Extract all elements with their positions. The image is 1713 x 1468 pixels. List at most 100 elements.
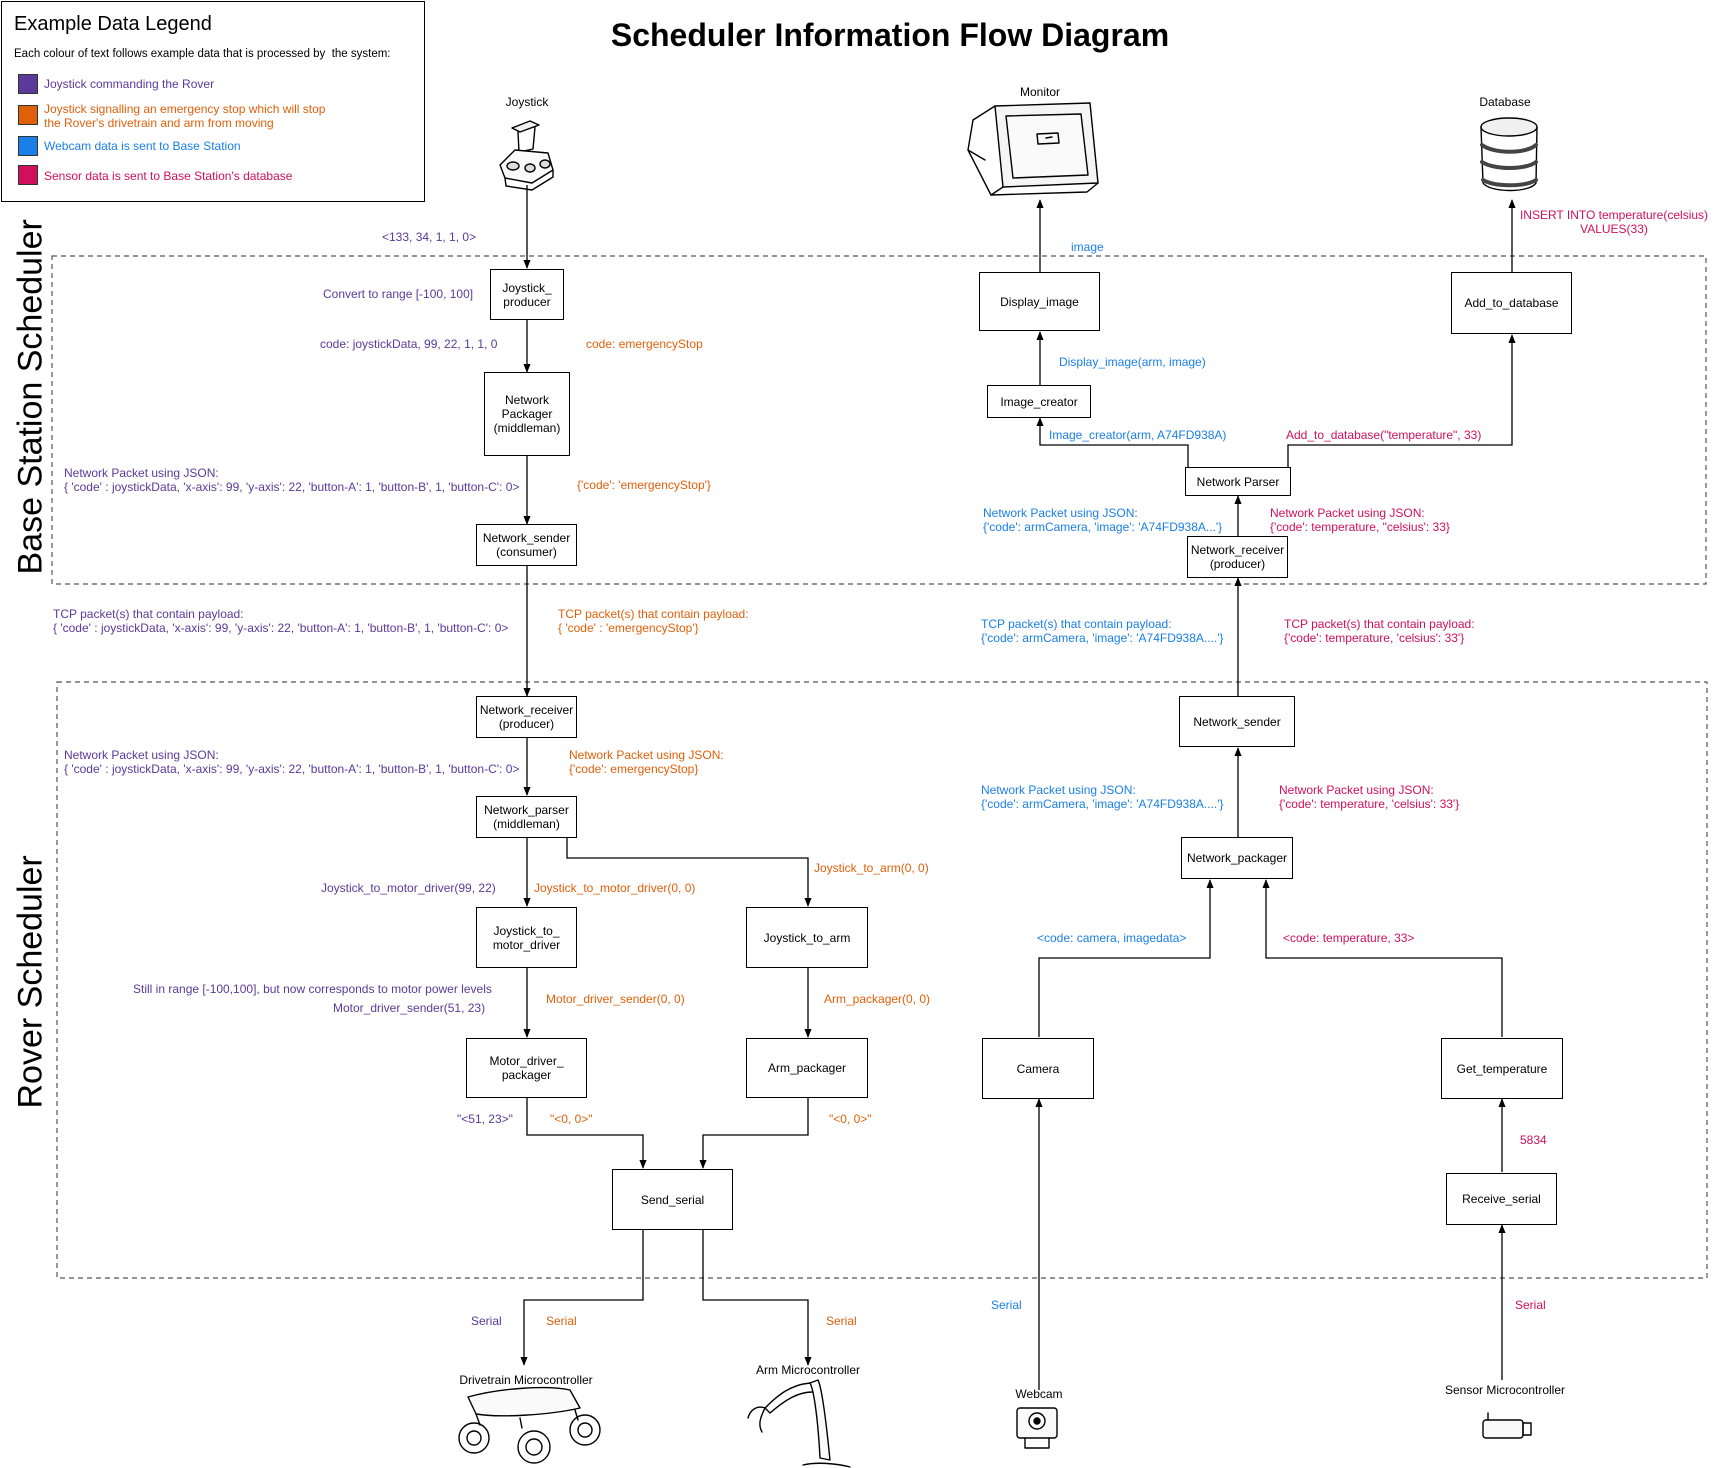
label-serial-purple: Serial bbox=[471, 1314, 502, 1328]
edge-mdp-to-serial bbox=[526, 1098, 647, 1169]
legend-heading: Example Data Legend bbox=[14, 13, 212, 35]
label-raw-5834: 5834 bbox=[1520, 1133, 1547, 1147]
label-code-estop: code: emergencyStop bbox=[586, 337, 703, 351]
drivetrain-rover-icon bbox=[458, 1386, 601, 1464]
device-label-arm: Arm Microcontroller bbox=[755, 1363, 860, 1377]
legend-box: Example Data Legend Each colour of text … bbox=[1, 1, 425, 202]
edge-serial-to-arm bbox=[702, 1230, 812, 1366]
node-network-packager-rv[interactable]: Network_packager bbox=[1181, 837, 1293, 879]
legend-swatch-red bbox=[18, 165, 38, 185]
label-json-temp-bs: Network Packet using JSON: {'code': temp… bbox=[1270, 506, 1450, 534]
device-label-webcam: Webcam bbox=[1015, 1387, 1063, 1401]
edge-parser-to-jta bbox=[566, 838, 812, 907]
label-serial-00-b: "<0, 0>" bbox=[829, 1112, 872, 1126]
label-display-image-call: Display_image(arm, image) bbox=[1059, 355, 1206, 369]
label-code-temp: <code: temperature, 33> bbox=[1283, 931, 1415, 945]
device-label-sensor: Sensor Microcontroller bbox=[1444, 1383, 1566, 1397]
label-json-estop-rv: Network Packet using JSON: {'code': emer… bbox=[569, 748, 724, 776]
label-tcp-estop: TCP packet(s) that contain payload: { 'c… bbox=[558, 607, 749, 635]
robot-arm-icon bbox=[747, 1379, 851, 1468]
label-tcp-cam: TCP packet(s) that contain payload: {'co… bbox=[981, 617, 1224, 645]
label-jtm-orange: Joystick_to_motor_driver(0, 0) bbox=[534, 881, 696, 895]
node-network-receiver-rv[interactable]: Network_receiver (producer) bbox=[476, 696, 577, 738]
label-jtm-purple: Joystick_to_motor_driver(99, 22) bbox=[321, 881, 496, 895]
lane-label-rover: Rover Scheduler bbox=[11, 855, 50, 1109]
label-mds-purple: Motor_driver_sender(51, 23) bbox=[333, 1001, 486, 1015]
node-joystick-to-arm[interactable]: Joystick_to_arm bbox=[746, 907, 868, 968]
legend-swatch-purple bbox=[18, 74, 38, 94]
diagram-title: Scheduler Information Flow Diagram bbox=[610, 17, 1170, 53]
label-image: image bbox=[1071, 240, 1104, 254]
label-serial-orange-2: Serial bbox=[826, 1314, 857, 1328]
label-json-joystick-bs: Network Packet using JSON: { 'code' : jo… bbox=[64, 466, 520, 494]
label-code-camera: <code: camera, imagedata> bbox=[1037, 931, 1187, 945]
legend-item-joystick: Joystick commanding the Rover bbox=[44, 77, 215, 91]
node-send-serial[interactable]: Send_serial bbox=[612, 1169, 733, 1230]
node-network-sender-rv[interactable]: Network_sender bbox=[1179, 696, 1295, 747]
edge-camera-to-packager bbox=[1038, 879, 1214, 1037]
legend-item-sensor: Sensor data is sent to Base Station's da… bbox=[44, 169, 293, 183]
node-network-packager-bs[interactable]: Network Packager (middleman) bbox=[484, 372, 570, 456]
label-serial-00-a: "<0, 0>" bbox=[550, 1112, 593, 1126]
legend-swatch-orange bbox=[18, 105, 38, 125]
legend-item-webcam: Webcam data is sent to Base Station bbox=[44, 139, 241, 153]
node-receive-serial[interactable]: Receive_serial bbox=[1446, 1173, 1557, 1225]
sensor-icon bbox=[1482, 1412, 1532, 1439]
monitor-icon bbox=[967, 102, 1099, 196]
edge-armpack-to-serial bbox=[699, 1098, 809, 1169]
node-network-parser-rv[interactable]: Network_parser (middleman) bbox=[476, 796, 577, 838]
node-get-temperature[interactable]: Get_temperature bbox=[1441, 1038, 1563, 1099]
node-display-image[interactable]: Display_image bbox=[979, 272, 1100, 331]
label-mds-orange: Motor_driver_sender(0, 0) bbox=[546, 992, 685, 1006]
edge-parser-to-imagecreator bbox=[1036, 417, 1189, 482]
label-serial-red: Serial bbox=[1515, 1298, 1546, 1312]
device-label-joystick: Joystick bbox=[505, 95, 549, 109]
label-still-in-range: Still in range [-100,100], but now corre… bbox=[133, 982, 492, 996]
label-json-cam-bs: Network Packet using JSON: {'code': armC… bbox=[983, 506, 1223, 534]
node-network-parser-bs[interactable]: Network Parser bbox=[1185, 467, 1291, 496]
label-serial-51: "<51, 23>" bbox=[457, 1112, 513, 1126]
label-convert-range: Convert to range [-100, 100] bbox=[323, 287, 474, 301]
node-motor-driver-packager[interactable]: Motor_driver_ packager bbox=[466, 1038, 587, 1098]
node-joystick-to-motor-driver[interactable]: Joystick_to_ motor_driver bbox=[476, 907, 577, 968]
label-jta-orange: Joystick_to_arm(0, 0) bbox=[814, 861, 929, 875]
label-insert-sql: INSERT INTO temperature(celsius) VALUES(… bbox=[1519, 208, 1709, 236]
lane-label-base-station: Base Station Scheduler bbox=[11, 219, 50, 575]
label-joy-raw: <133, 34, 1, 1, 0> bbox=[382, 230, 477, 244]
node-arm-packager[interactable]: Arm_packager bbox=[746, 1038, 868, 1098]
label-image-creator-call: Image_creator(arm, A74FD938A) bbox=[1049, 428, 1227, 442]
joystick-icon bbox=[499, 120, 554, 191]
webcam-icon bbox=[1016, 1407, 1058, 1449]
label-tcp-temp: TCP packet(s) that contain payload: {'co… bbox=[1284, 617, 1475, 645]
label-tcp-joystick: TCP packet(s) that contain payload: { 'c… bbox=[53, 607, 509, 635]
device-label-drivetrain: Drivetrain Microcontroller bbox=[459, 1373, 593, 1387]
label-add-db-call: Add_to_database("temperature", 33) bbox=[1286, 428, 1482, 442]
label-json-estop-bs: {'code': 'emergencyStop'} bbox=[577, 478, 711, 492]
device-label-database: Database bbox=[1479, 95, 1531, 109]
node-image-creator[interactable]: Image_creator bbox=[987, 385, 1091, 418]
label-json-cam-rv: Network Packet using JSON: {'code': armC… bbox=[981, 783, 1224, 811]
edge-serial-to-drivetrain bbox=[520, 1230, 644, 1366]
device-label-monitor: Monitor bbox=[1019, 85, 1060, 99]
legend-description: Each colour of text follows example data… bbox=[14, 48, 391, 60]
node-network-receiver-bs[interactable]: Network_receiver (producer) bbox=[1187, 536, 1288, 578]
label-serial-orange-1: Serial bbox=[546, 1314, 577, 1328]
rover-lane-frame bbox=[56, 681, 1708, 1279]
node-joystick-producer[interactable]: Joystick_ producer bbox=[490, 269, 564, 320]
edge-parser-to-adddb bbox=[1287, 334, 1516, 482]
database-icon bbox=[1480, 117, 1538, 192]
node-camera[interactable]: Camera bbox=[982, 1038, 1094, 1099]
label-serial-blue: Serial bbox=[991, 1298, 1022, 1312]
base-station-lane-frame bbox=[51, 255, 1707, 585]
node-network-sender-bs[interactable]: Network_sender (consumer) bbox=[476, 524, 577, 566]
edge-gettemp-to-packager bbox=[1262, 879, 1503, 1037]
label-code-joystick: code: joystickData, 99, 22, 1, 1, 0 bbox=[320, 337, 498, 351]
legend-swatch-blue bbox=[18, 136, 38, 156]
node-add-to-database[interactable]: Add_to_database bbox=[1451, 272, 1572, 334]
label-json-temp-rv: Network Packet using JSON: {'code': temp… bbox=[1279, 783, 1460, 811]
label-json-joystick-rv: Network Packet using JSON: { 'code' : jo… bbox=[64, 748, 520, 776]
legend-item-emergency: Joystick signalling an emergency stop wh… bbox=[44, 102, 326, 130]
label-arm-pack-orange: Arm_packager(0, 0) bbox=[824, 992, 931, 1006]
